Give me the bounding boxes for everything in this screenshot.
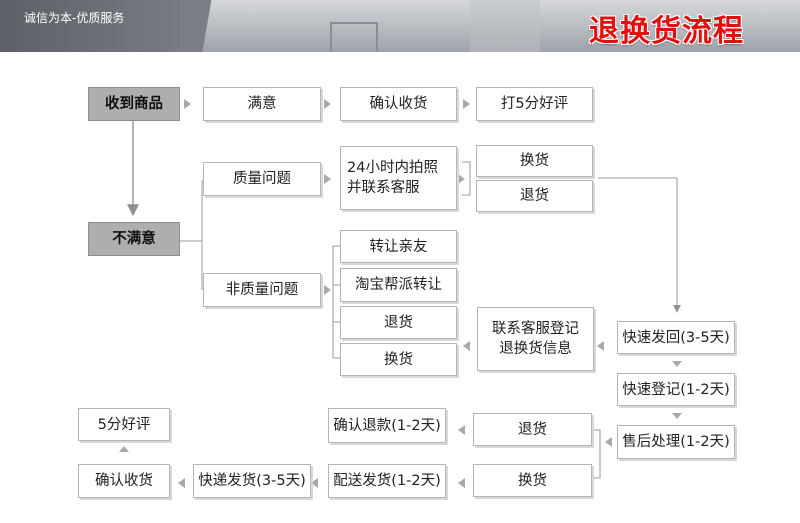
node-satisfied: 满意 [203, 87, 321, 121]
header-decoration-slant [180, 0, 240, 52]
header-decoration-panel [470, 0, 540, 52]
header-banner: 诚信为本-优质服务 退换货流程 [0, 0, 800, 52]
node-after-sales: 售后处理(1-2天) [617, 425, 735, 459]
node-quality-issue: 质量问题 [203, 162, 321, 196]
node-register-info: 联系客服登记 退换货信息 [477, 307, 594, 371]
header-slogan: 诚信为本-优质服务 [24, 11, 125, 25]
page-title: 退换货流程 [589, 14, 744, 49]
node-express-return: 快速发回(3-5天) [617, 321, 735, 354]
node-non-quality-issue: 非质量问题 [203, 273, 321, 307]
node-confirm-receipt-top: 确认收货 [340, 87, 457, 121]
node-return-1: 退货 [476, 180, 593, 212]
node-return-3: 退货 [473, 413, 592, 446]
node-not-satisfied: 不满意 [88, 222, 180, 256]
node-photo-and-contact: 24小时内拍照 并联系客服 [340, 146, 457, 210]
node-express-register: 快速登记(1-2天) [617, 373, 735, 406]
node-register-line-1: 联系客服登记 [492, 321, 579, 337]
node-exchange-3: 换货 [473, 464, 592, 497]
node-photo-line-1: 24小时内拍照 [347, 160, 438, 176]
node-confirm-receipt-bottom: 确认收货 [78, 464, 170, 498]
header-decoration-window [330, 22, 378, 52]
node-photo-line-2: 并联系客服 [347, 180, 420, 196]
node-receive-goods: 收到商品 [88, 87, 180, 121]
node-exchange-2: 换货 [340, 343, 457, 376]
node-return-2: 退货 [340, 306, 457, 339]
node-five-star-review-bottom: 5分好评 [78, 408, 170, 441]
node-ship-out: 配送发货(1-2天) [328, 464, 446, 498]
node-register-line-2: 退换货信息 [499, 341, 572, 357]
node-express-ship: 快递发货(3-5天) [193, 464, 311, 498]
node-five-star-review-top: 打5分好评 [476, 87, 593, 121]
node-transfer-to-friends: 转让亲友 [340, 230, 457, 263]
node-confirm-refund: 确认退款(1-2天) [328, 408, 446, 443]
node-exchange-1: 换货 [476, 145, 593, 177]
header-decoration [0, 0, 200, 52]
node-taobao-transfer: 淘宝帮派转让 [340, 268, 457, 302]
